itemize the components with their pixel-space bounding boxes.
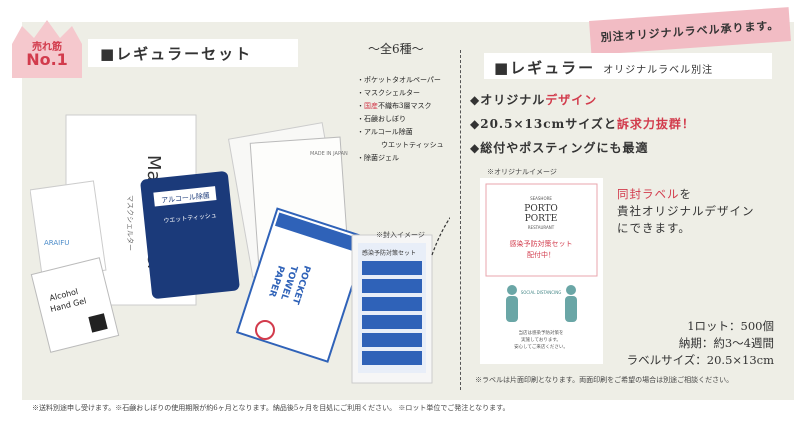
right-title-main: ■レギュラー	[494, 59, 596, 77]
features-list: ◆オリジナルデザイン ◆20.5×13cmサイズと訴求力抜群！ ◆総付やポスティ…	[470, 88, 695, 160]
hand-gel-package: Alcohol Hand Gel	[30, 257, 120, 353]
araifu-text: ARAIFU	[44, 239, 69, 247]
product-specs: 1ロット：500個 納期：約3〜4週間 ラベルサイズ：20.5×13cm	[627, 318, 774, 369]
left-section-title: ■レギュラーセット	[88, 39, 298, 67]
badge-small-text: 売れ筋	[32, 42, 62, 53]
crown-icon	[12, 20, 82, 78]
card-msg-3: 安心してご来店ください。	[514, 343, 568, 350]
spec-lot: 1ロット：500個	[687, 319, 774, 333]
enclose-image-label: ※封入イメージ	[376, 231, 425, 239]
arrow-icon	[431, 196, 476, 256]
variety-title: 〜全6種〜	[368, 42, 424, 56]
sample-image-label: ※オリジナルイメージ	[487, 168, 557, 176]
list-item: ・国産不織布3層マスク	[357, 102, 432, 110]
pocket-towel-package: POCKET TOWEL PAPER	[235, 207, 369, 363]
card-msg-2: 実施しております。	[521, 336, 561, 343]
made-in-japan-text: MADE IN JAPAN	[310, 151, 348, 157]
label-description: 同封ラベルを 貴社オリジナルデザイン にできます。	[617, 187, 755, 235]
mask-shelter-sub: マスクシェルター	[126, 195, 135, 251]
product-illustration: Mask Shelter マスクシェルター MADE IN JAPAN アルコー…	[29, 95, 476, 399]
person-icon	[565, 285, 577, 322]
print-note: ※ラベルは片面印刷となります。両面印刷をご希望の場合は別途ご相談ください。	[475, 376, 734, 384]
spec-label-size: ラベルサイズ：20.5×13cm	[626, 353, 774, 367]
brand-line-2: PORTE	[525, 214, 558, 224]
card-msg-1: 当店は感染予防対策を	[519, 329, 564, 336]
right-title-sub: オリジナルラベル別注	[603, 65, 714, 76]
enclosure-bag: 感染予防対策セット	[351, 234, 433, 384]
sample-label-card: SEASHORE PORTO PORTE RESTAURANT 感染予防対策セッ…	[480, 178, 603, 364]
feature-item: ◆オリジナルデザイン	[470, 93, 598, 107]
feature-item: ◆総付やポスティングにも最適	[470, 141, 649, 155]
list-item: ・マスクシェルター	[357, 89, 420, 97]
spec-lead-time: 納期：約3〜4週間	[678, 336, 774, 350]
enclosure-header: 感染予防対策セット	[362, 249, 416, 257]
shipping-note: ※送料別途申し受けます。※石鹸おしぼりの使用期限が約6ヶ月となります。納品後5ヶ…	[32, 404, 510, 412]
person-icon	[506, 285, 518, 322]
list-item: ウエットティッシュ	[381, 141, 444, 149]
badge-big-text: No.1	[26, 50, 68, 69]
variety-list: ・ポケットタオルペーパー ・マスクシェルター ・国産不織布3層マスク ・石鹸おし…	[357, 74, 444, 165]
campaign-line-1: 感染予防対策セット	[510, 239, 573, 248]
list-item-highlight: 国産	[364, 102, 378, 110]
right-section-title: ■レギュラー オリジナルラベル別注	[484, 53, 772, 79]
feature-item: ◆20.5×13cmサイズと訴求力抜群！	[470, 117, 695, 131]
wet-tissue-package: アルコール除菌 ウエットティッシュ	[140, 171, 240, 299]
section-divider	[460, 50, 461, 390]
brand-top: SEASHORE	[530, 196, 552, 201]
label-desc-highlight: 同封ラベル	[617, 187, 680, 201]
list-item: ・石鹸おしぼり	[357, 115, 406, 123]
list-item: ・ポケットタオルペーパー	[357, 76, 441, 84]
campaign-line-2: 配付中！	[527, 250, 555, 259]
list-item: ・除菌ジェル	[357, 154, 399, 162]
best-seller-badge: 売れ筋 No.1	[8, 14, 86, 82]
distancing-text: SOCIAL DISTANCING	[521, 290, 562, 295]
brand-line-1: PORTO	[524, 204, 557, 214]
list-item: ・アルコール除菌	[357, 128, 413, 136]
brand-bottom: RESTAURANT	[528, 225, 555, 230]
